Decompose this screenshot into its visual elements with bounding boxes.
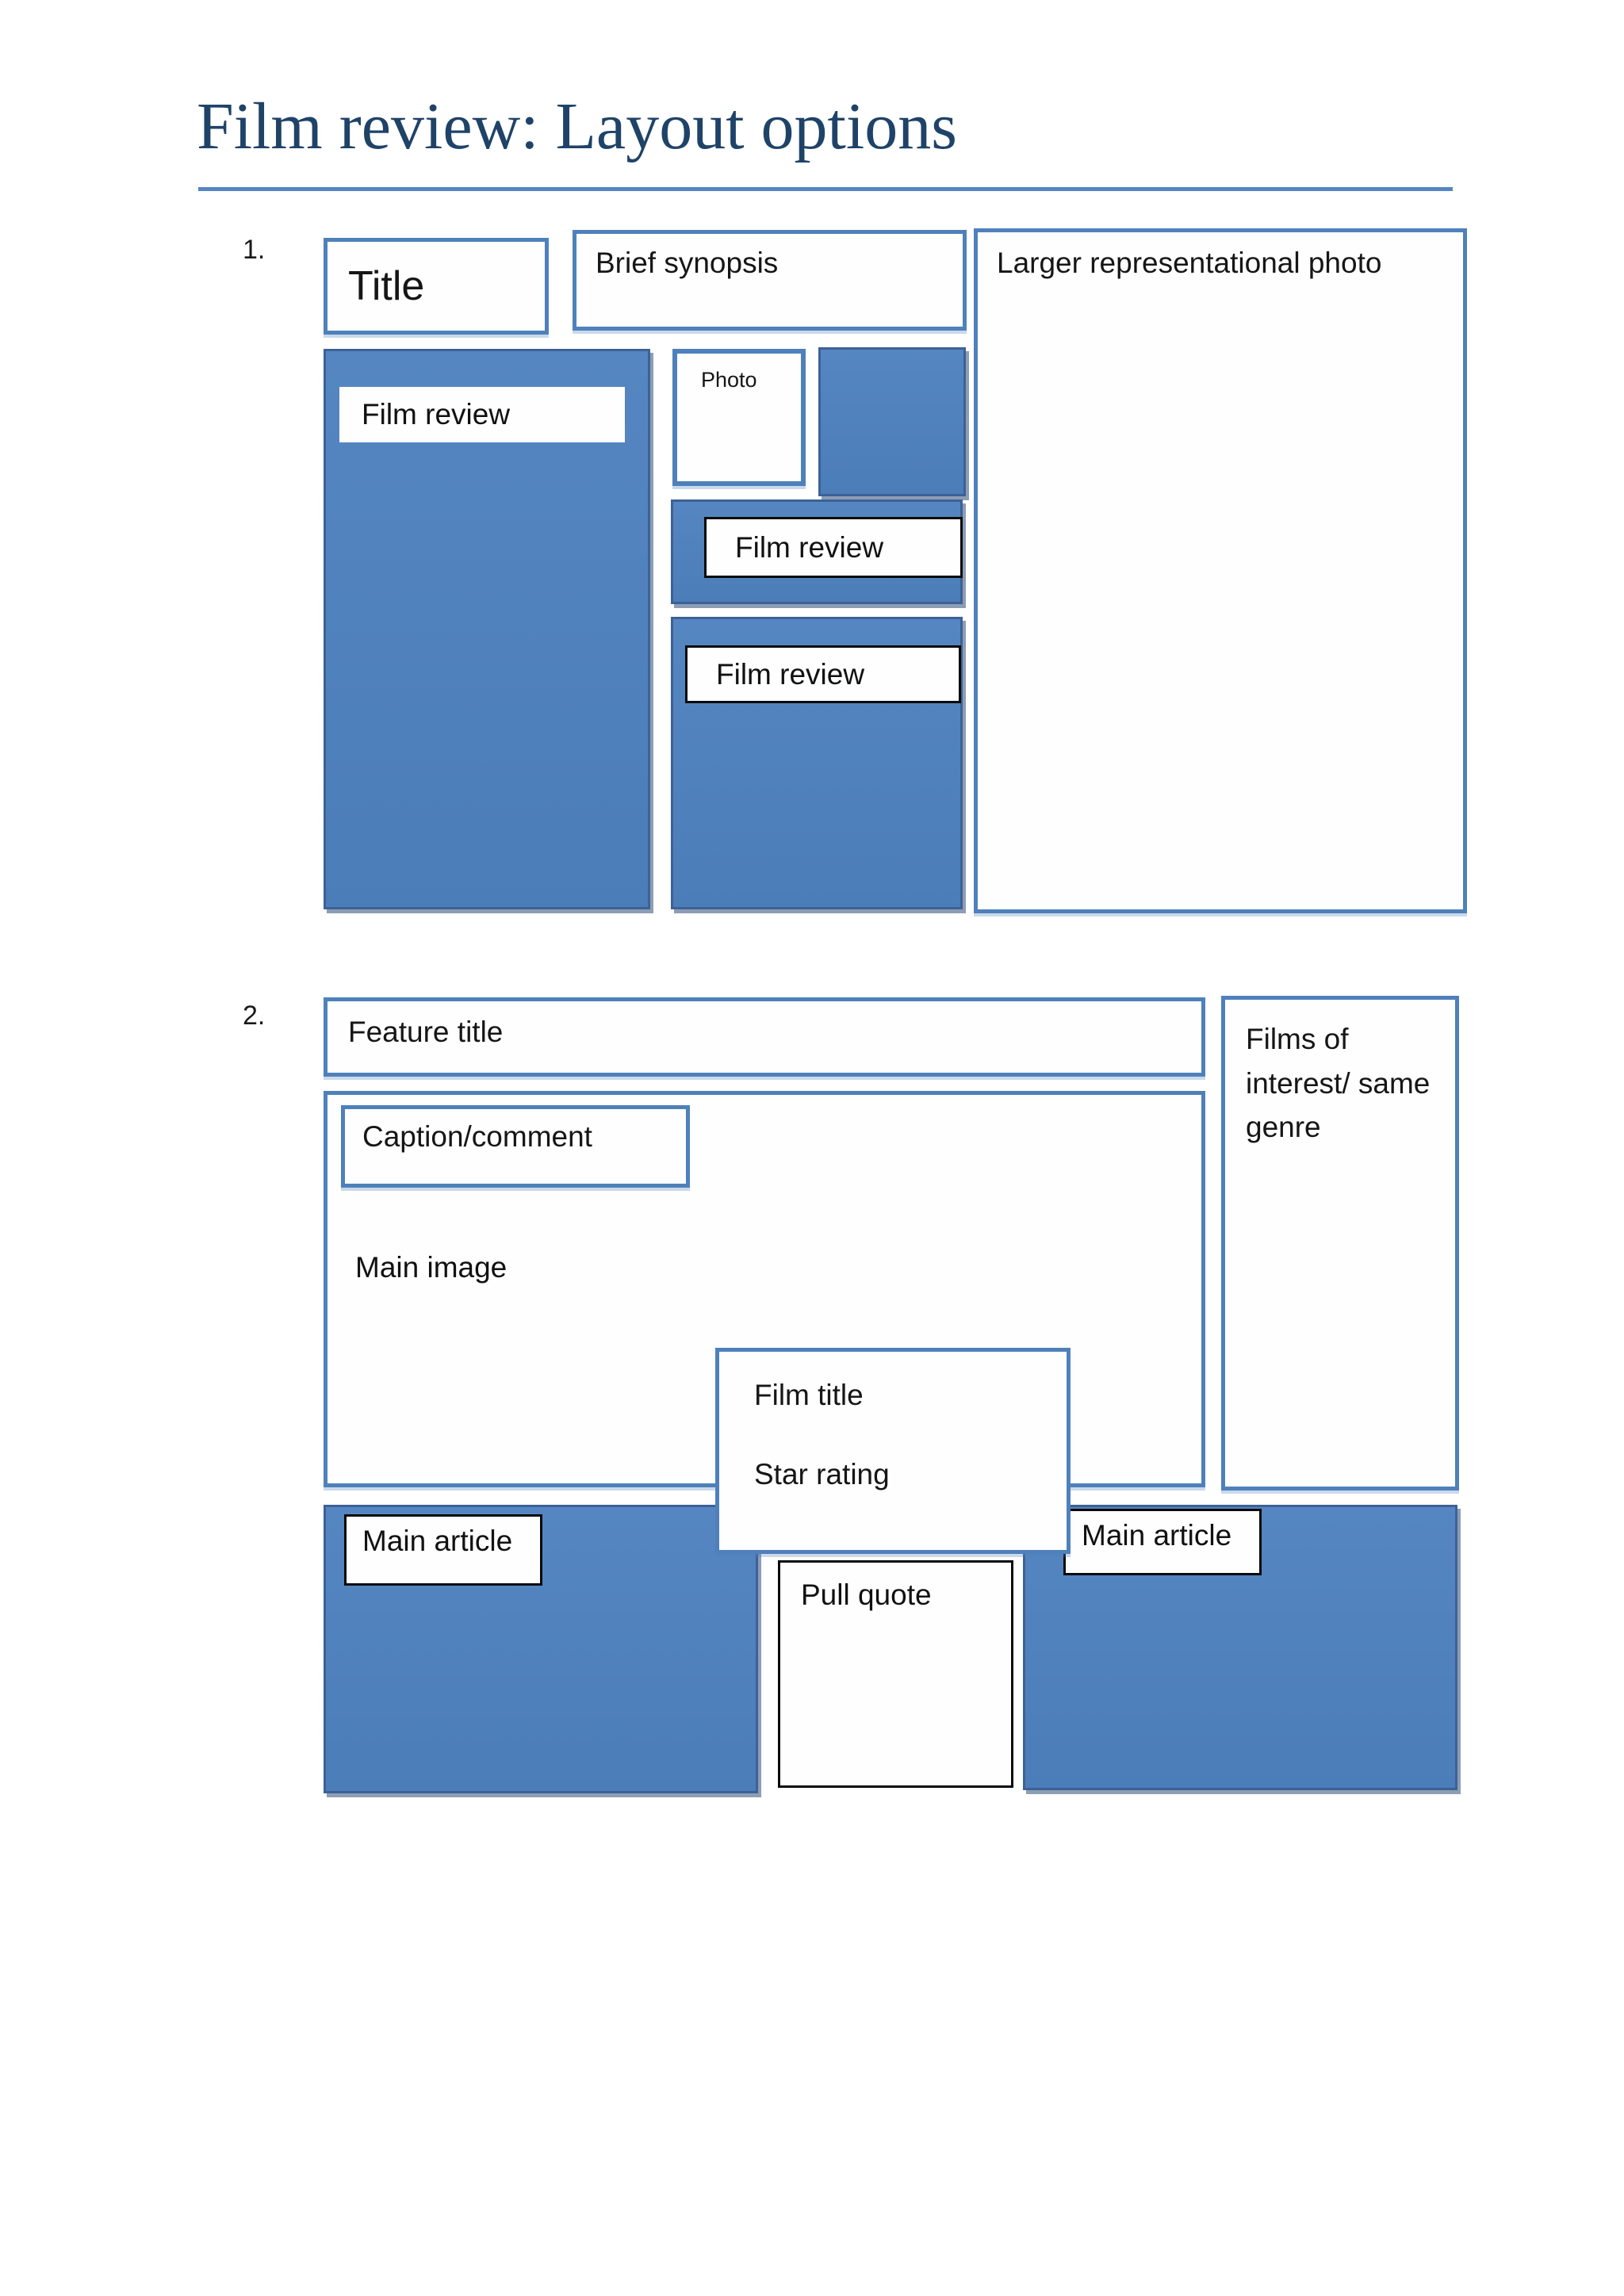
- films-of-interest-label: Films of interest/ same genre: [1246, 1023, 1431, 1143]
- layout1-small-photo-placeholder-box: [818, 347, 966, 496]
- layout2-number: 2.: [243, 1001, 266, 1031]
- film-review-label-2: Film review: [704, 517, 963, 578]
- layout2-caption-box: Caption/comment: [341, 1105, 690, 1188]
- page-title: Film review: Layout options: [197, 90, 957, 163]
- layout1-brief-synopsis-box: Brief synopsis: [573, 230, 967, 331]
- title-box-label: Title: [348, 263, 425, 309]
- caption-label: Caption/comment: [362, 1120, 592, 1153]
- star-rating-label: Star rating: [754, 1458, 890, 1490]
- film-review-label-1-text: Film review: [362, 398, 511, 430]
- main-image-label: Main image: [355, 1251, 508, 1284]
- layout2-film-title-box: Film title Star rating: [715, 1348, 1071, 1554]
- film-review-label-3: Film review: [685, 645, 961, 703]
- film-review-label-2-text: Film review: [735, 530, 884, 564]
- title-underline-rule: [198, 187, 1453, 191]
- layout2-feature-title-box: Feature title: [324, 997, 1205, 1077]
- pull-quote-label-text: Pull quote: [801, 1578, 932, 1611]
- feature-title-label: Feature title: [348, 1016, 504, 1048]
- layout2-pull-quote-box: Pull quote: [778, 1560, 1013, 1788]
- main-article-label-right-text: Main article: [1082, 1519, 1232, 1552]
- main-article-label-left-text: Main article: [362, 1525, 513, 1557]
- layout1-title-box: Title: [324, 238, 549, 335]
- layout1-large-photo-box: Larger representational photo: [974, 228, 1467, 913]
- main-article-label-left: Main article: [344, 1514, 542, 1586]
- film-title-label: Film title: [754, 1379, 864, 1411]
- layout2-films-of-interest-box: Films of interest/ same genre: [1221, 996, 1459, 1490]
- film-review-label-3-text: Film review: [716, 657, 865, 691]
- film-review-label-1: Film review: [339, 387, 625, 442]
- brief-synopsis-label: Brief synopsis: [596, 247, 779, 279]
- layout1-number: 1.: [243, 235, 266, 265]
- photo-label: Photo: [701, 368, 757, 392]
- main-article-label-right: Main article: [1063, 1509, 1262, 1575]
- large-photo-label: Larger representational photo: [997, 247, 1382, 279]
- layout1-photo-box: Photo: [672, 349, 806, 486]
